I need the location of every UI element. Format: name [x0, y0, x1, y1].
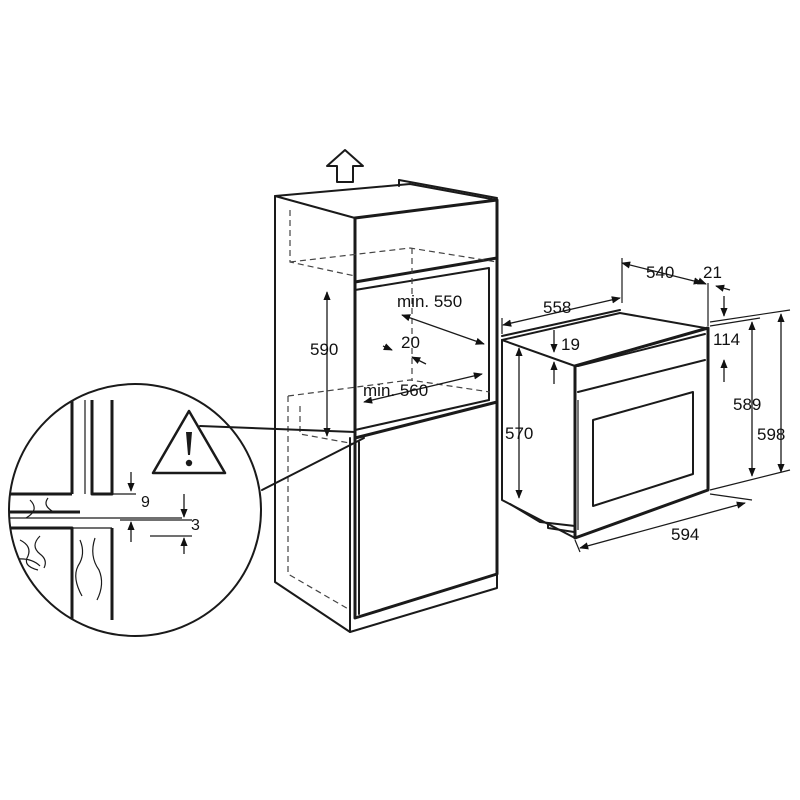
front-width-label: 594: [671, 525, 699, 544]
panel-height-label: 114: [713, 330, 740, 349]
door-thickness-label: 21: [703, 263, 722, 282]
oven-dimensions: 540 21 558 19 570 114 589 598 594: [501, 258, 791, 553]
niche-gap-label: 20: [401, 333, 420, 352]
niche-depth-label: min. 550: [397, 292, 462, 311]
detail-magnifier: 9 3: [8, 383, 262, 637]
niche-dimensions: 590 min. 550 20 min. 560: [310, 291, 485, 437]
panel-offset-label: 19: [561, 335, 580, 354]
oven-depth-label: 540: [646, 263, 674, 282]
niche-width-label: min. 560: [363, 381, 428, 400]
detail-callout: [199, 425, 365, 491]
up-arrow-icon: [326, 149, 364, 183]
total-height-label: 598: [757, 425, 785, 444]
kitchen-cabinet: [274, 179, 499, 633]
detail-clearance-label: 3: [191, 517, 200, 534]
warning-triangle-icon: [151, 409, 227, 475]
body-height-label: 570: [505, 424, 533, 443]
niche-height-label: 590: [310, 340, 338, 359]
detail-gap-label: 9: [141, 494, 150, 511]
total-depth-label: 558: [543, 298, 571, 317]
front-height-label: 589: [733, 395, 761, 414]
